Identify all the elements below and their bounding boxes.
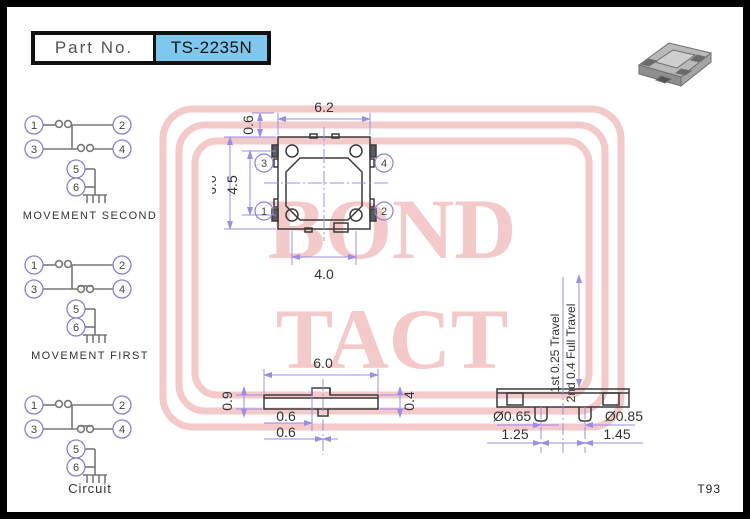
- front-dim-width: 6.0: [313, 355, 333, 371]
- circuit1-node-6: 6: [73, 182, 79, 194]
- front-dim-offset-2: 0.6: [276, 424, 296, 440]
- circuit1-node-1: 1: [31, 120, 37, 132]
- side-dim-pitch-left: 1.25: [501, 426, 528, 442]
- circuit2-node-5: 5: [73, 304, 79, 316]
- terminal-4: 4: [381, 158, 387, 170]
- circuit3-node-2: 2: [119, 400, 125, 412]
- side-dim-hole-small: Ø0.65: [493, 408, 531, 424]
- circuit3-node-3: 3: [31, 424, 37, 436]
- circuit1-node-5: 5: [73, 164, 79, 176]
- circuit3-node-5: 5: [73, 444, 79, 456]
- side-dim-pitch-right: 1.45: [603, 426, 630, 442]
- dim-height-inner: 4.5: [224, 175, 240, 195]
- circuit-diagram-1: 1 2 3 4 5 6: [24, 115, 132, 203]
- front-dim-offset-1: 0.6: [276, 408, 296, 424]
- circuit-1-caption: MOVEMENT SECOND: [22, 210, 158, 222]
- circuit2-node-3: 3: [31, 284, 37, 296]
- part-number-label: Part No.: [35, 35, 156, 61]
- travel-note-second: 2nd 0.4 Full Travel: [564, 304, 578, 403]
- circuit-3-caption: Circuit: [68, 481, 112, 496]
- dim-width-inner: 4.0: [314, 266, 334, 282]
- circuit1-node-2: 2: [119, 120, 125, 132]
- top-view: 6.2 6.0 4.5 0.6 4.0 1 2 3 4: [212, 99, 394, 282]
- watermark-line2: TACT: [276, 291, 509, 387]
- terminal-2: 2: [381, 206, 387, 218]
- page-code: T93: [697, 482, 721, 496]
- front-dim-height: 0.9: [219, 391, 235, 411]
- circuit3-node-4: 4: [119, 424, 125, 436]
- circuit1-node-3: 3: [31, 144, 37, 156]
- part-number-box: Part No. TS-2235N: [31, 31, 271, 65]
- circuit-diagram-2: 1 2 3 4 5 6: [24, 255, 132, 343]
- dim-offset-top: 0.6: [240, 115, 256, 135]
- circuit2-node-1: 1: [31, 260, 37, 272]
- side-dim-hole-large: Ø0.85: [605, 408, 643, 424]
- dim-height-overall: 6.0: [212, 175, 219, 195]
- side-view: Ø0.65 Ø0.85 1.25 1.45 1st 0.25 Travel 2n…: [487, 274, 643, 453]
- circuit-diagram-3: 1 2 3 4 5 6: [24, 395, 132, 483]
- part-number-value: TS-2235N: [156, 35, 267, 61]
- front-dim-thickness: 0.4: [401, 391, 417, 411]
- terminal-1: 1: [261, 206, 267, 218]
- circuit2-node-2: 2: [119, 260, 125, 272]
- circuit3-node-6: 6: [73, 462, 79, 474]
- terminal-3: 3: [261, 158, 267, 170]
- product-photo: [637, 42, 713, 88]
- dim-width-overall: 6.2: [314, 99, 334, 115]
- circuit1-node-4: 4: [119, 144, 125, 156]
- travel-note-first: 1st 0.25 Travel: [548, 314, 562, 393]
- front-view: 6.0 0.9 0.4 0.6 0.6: [219, 355, 417, 455]
- circuit2-node-4: 4: [119, 284, 125, 296]
- circuit2-node-6: 6: [73, 322, 79, 334]
- circuit3-node-1: 1: [31, 400, 37, 412]
- circuit-2-caption: MOVEMENT FIRST: [31, 350, 149, 362]
